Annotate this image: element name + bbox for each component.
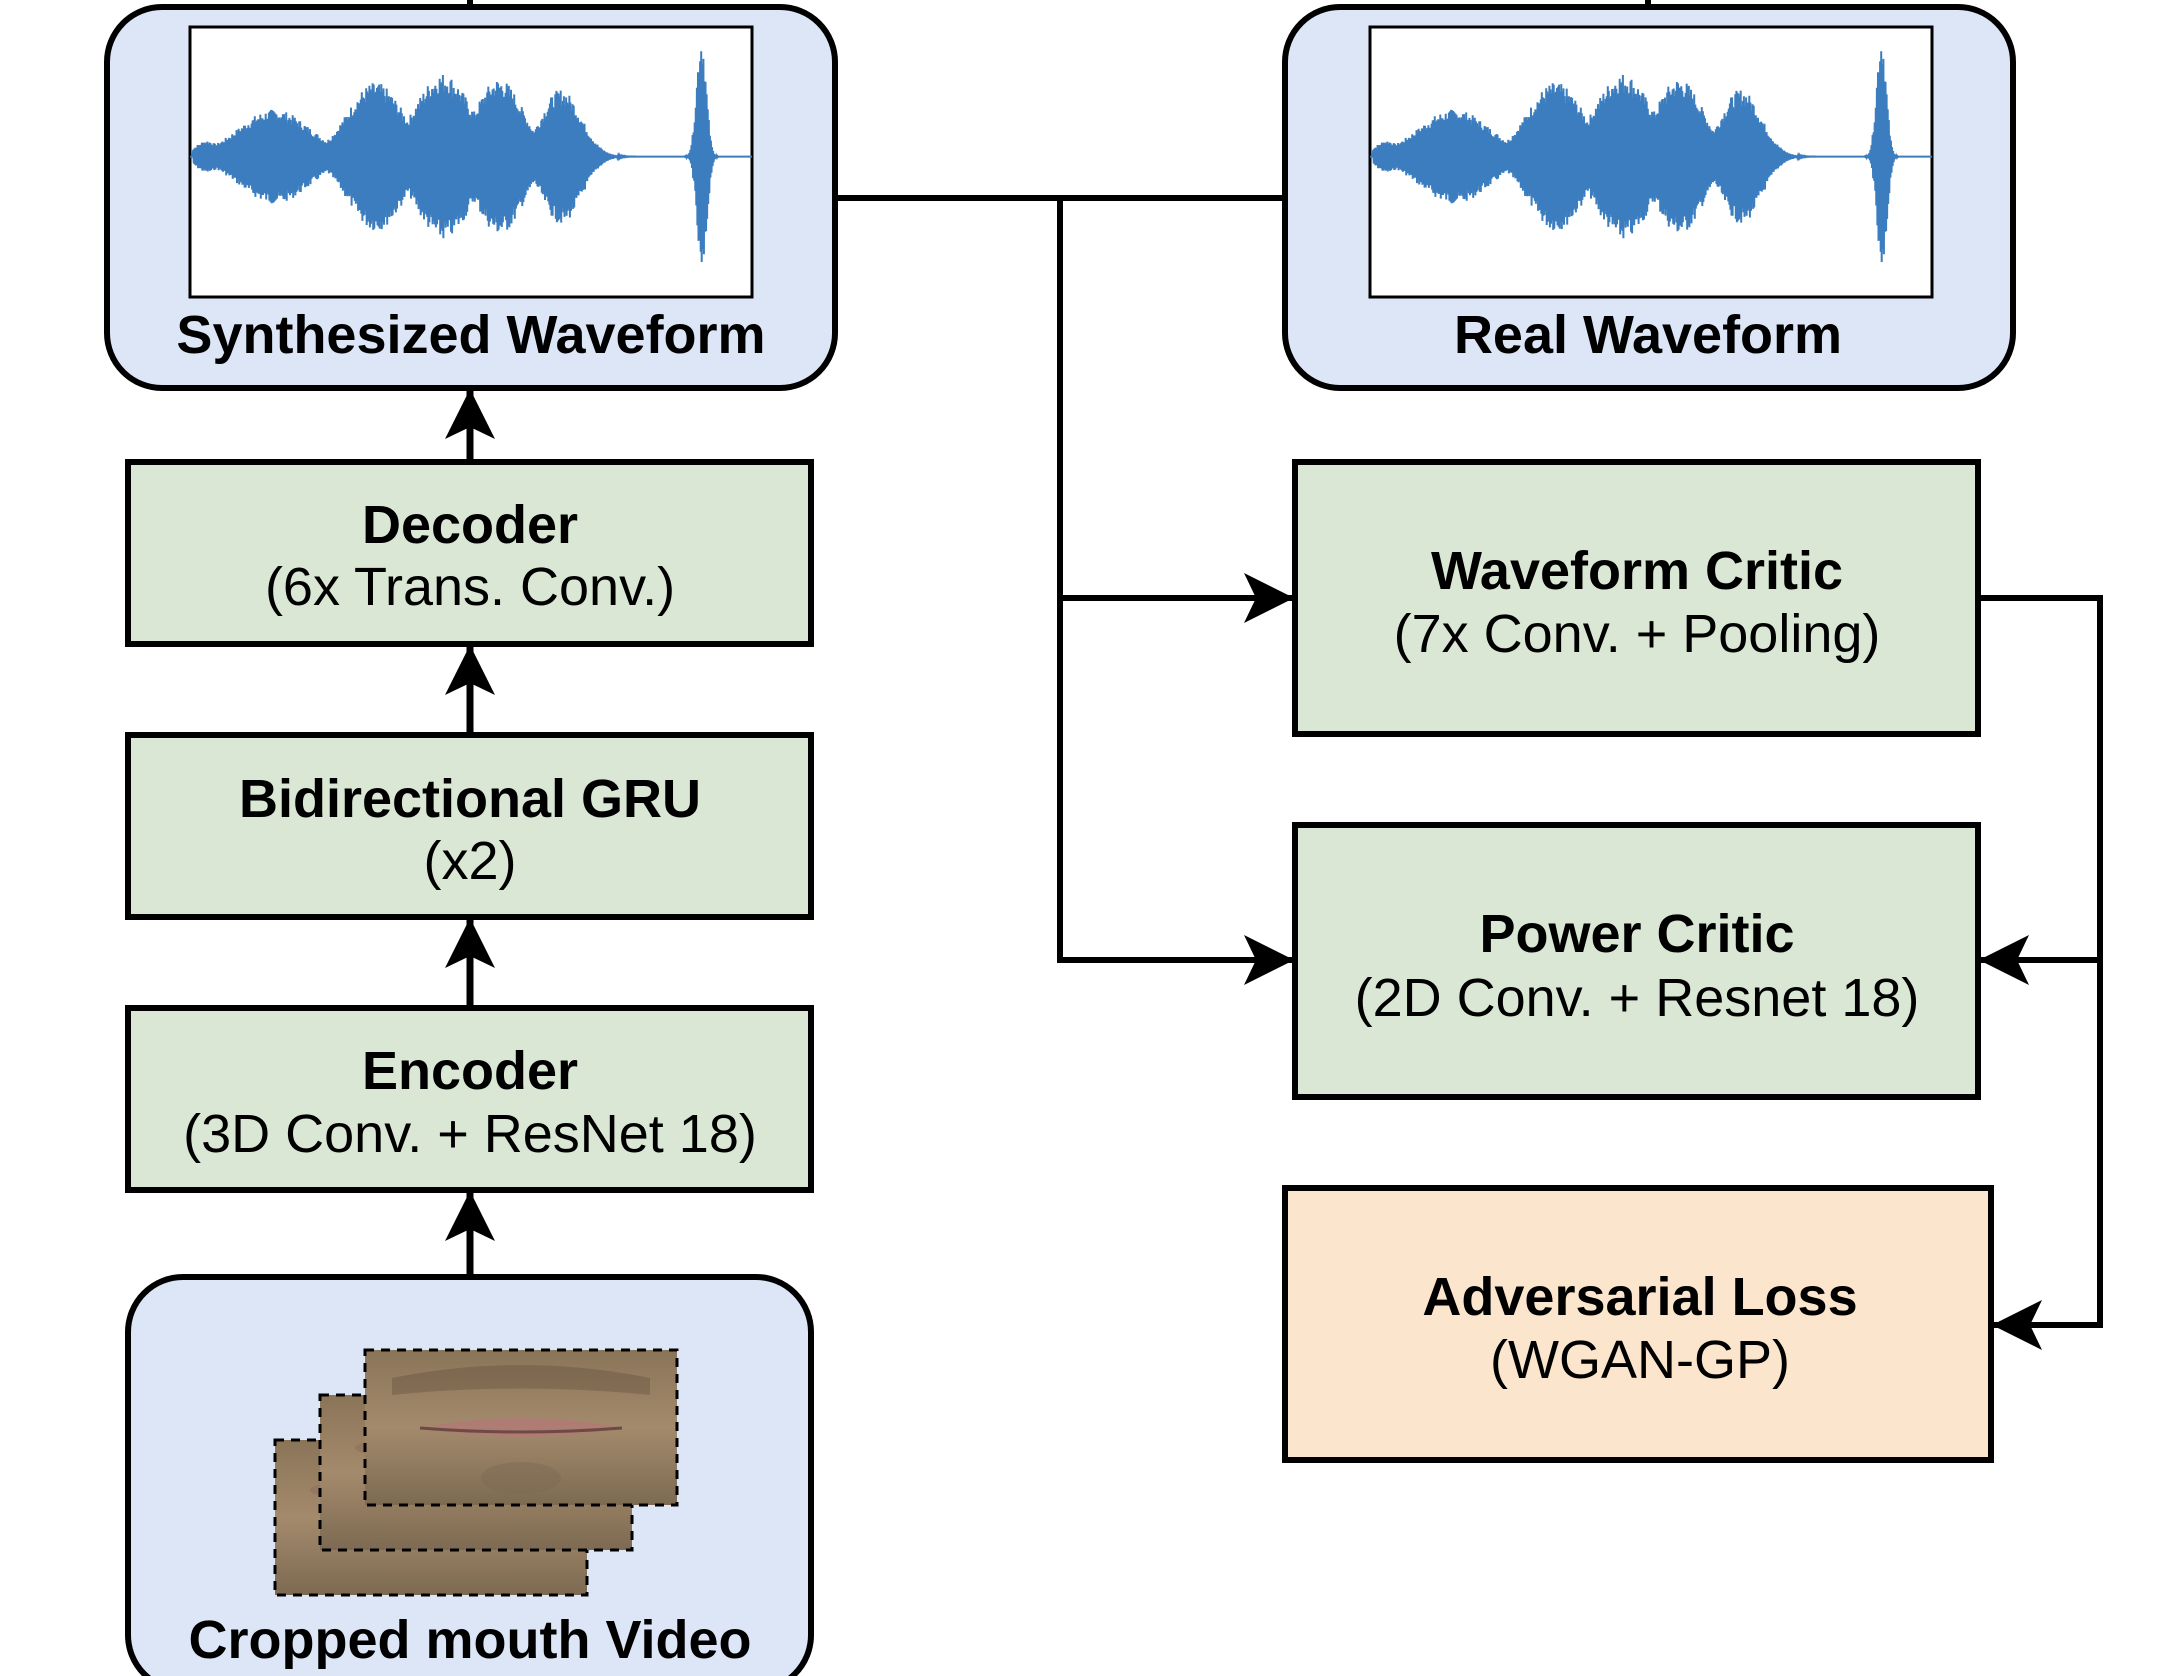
- waveform-critic-subtitle: (7x Conv. + Pooling): [1394, 604, 1881, 664]
- cropped-mouth-video-label: Cropped mouth Video: [189, 1610, 752, 1670]
- power-critic-subtitle: (2D Conv. + Resnet 18): [1355, 968, 1920, 1028]
- synthesized-waveform-plot: [190, 51, 752, 263]
- adversarial-loss-block: Adversarial Loss (WGAN-GP): [1282, 1185, 1994, 1463]
- cropped-mouth-video-panel: Cropped mouth Video: [125, 1274, 814, 1676]
- synthesized-waveform-panel: Synthesized Waveform: [104, 4, 838, 391]
- adversarial-loss-title: Adversarial Loss: [1422, 1267, 1857, 1327]
- gru-subtitle: (x2): [424, 831, 517, 891]
- real-waveform-panel: Real Waveform: [1282, 4, 2016, 391]
- real-waveform-label: Real Waveform: [1454, 305, 1842, 365]
- decoder-subtitle: (6x Trans. Conv.): [265, 557, 675, 617]
- power-critic-title: Power Critic: [1479, 904, 1794, 964]
- encoder-subtitle: (3D Conv. + ResNet 18): [183, 1104, 757, 1164]
- waveform-critic-title: Waveform Critic: [1431, 541, 1843, 601]
- power-critic-block: Power Critic (2D Conv. + Resnet 18): [1292, 822, 1981, 1100]
- encoder-block: Encoder (3D Conv. + ResNet 18): [125, 1005, 814, 1193]
- decoder-title: Decoder: [362, 495, 578, 555]
- mouth-frame-1: [363, 1348, 679, 1507]
- gru-title: Bidirectional GRU: [239, 769, 701, 829]
- critic-output-line: [1978, 595, 2103, 1325]
- encoder-title: Encoder: [362, 1041, 578, 1101]
- real-waveform-plot: [1370, 51, 1932, 263]
- synthesized-waveform-label: Synthesized Waveform: [176, 305, 765, 365]
- waveform-critic-block: Waveform Critic (7x Conv. + Pooling): [1292, 459, 1981, 737]
- decoder-block: Decoder (6x Trans. Conv.): [125, 459, 814, 647]
- adversarial-loss-subtitle: (WGAN-GP): [1490, 1330, 1790, 1390]
- gru-block: Bidirectional GRU (x2): [125, 732, 814, 920]
